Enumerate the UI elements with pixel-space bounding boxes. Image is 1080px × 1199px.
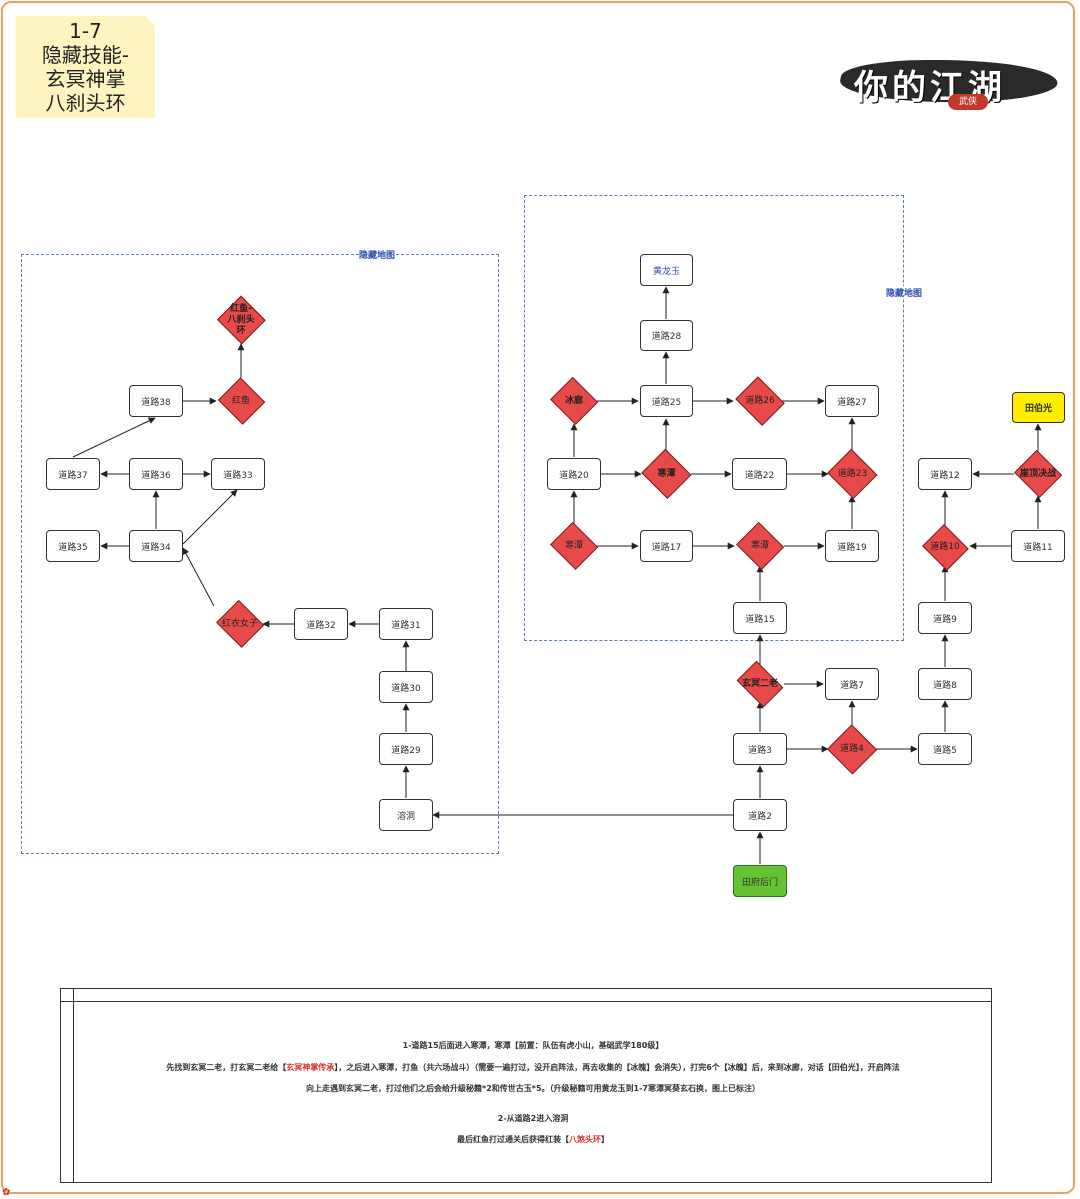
desc-line-5: 最后红鱼打过通关后获得红装【八煞头环】 (75, 1134, 991, 1145)
node-road-11: 道路11 (1011, 530, 1065, 562)
node-hongyu-bashatouhuan: 红鱼-八刹头环 (216, 296, 266, 344)
node-yading-juezhan: 崖顶决战 (1012, 451, 1064, 497)
node-hongyu: 红鱼 (216, 378, 266, 424)
node-road-12: 道路12 (918, 458, 972, 490)
description-box-header (61, 989, 991, 1002)
node-road-19: 道路19 (825, 530, 879, 562)
corner-logo-icon: ✿ (2, 1187, 11, 1198)
node-road-29: 道路29 (379, 733, 433, 765)
node-road-20: 道路20 (547, 458, 601, 490)
node-road-28: 道路28 (640, 320, 693, 351)
hidden-map-region-left (21, 254, 499, 854)
desc-line-1: 1-道路15后面进入寒潭，寒潭【前置：队伍有虎小山，基础武学180级】 (402, 1041, 664, 1050)
node-road-4: 道路4 (826, 724, 878, 774)
node-binglang: 冰廊 (548, 378, 600, 424)
note-line-1: 1-7 (69, 19, 102, 43)
node-road-38: 道路38 (129, 385, 183, 417)
node-road-35: 道路35 (46, 530, 100, 562)
edge-hongyi-r34 (182, 547, 215, 607)
node-hantan-1: 寒潭 (640, 450, 693, 498)
node-road-37: 道路37 (46, 458, 100, 490)
node-road-15: 道路15 (733, 602, 787, 634)
node-road-9: 道路9 (918, 602, 972, 634)
node-road-30: 道路30 (379, 671, 433, 703)
node-road-5: 道路5 (918, 733, 972, 765)
desc-line-2: 先找到玄冥二老，打玄冥二老给【玄冥神掌传承】，之后进入寒潭，打鱼（共六场战斗）（… (75, 1062, 991, 1073)
desc-line-2-end: 】，之后进入寒潭，打鱼（共六场战斗）（需要一遍打过，没开启阵法，再去收集的【冰魄… (334, 1063, 900, 1072)
desc-line-5-end: 】 (601, 1135, 609, 1144)
node-road-2: 道路2 (733, 799, 787, 831)
node-road-27: 道路27 (825, 385, 879, 417)
node-road-7: 道路7 (825, 668, 879, 700)
edge-r37-r38 (72, 417, 156, 458)
desc-line-2-highlight: 玄冥神掌传承 (286, 1063, 335, 1072)
node-hantan-3: 寒潭 (734, 523, 786, 569)
note-line-3: 玄冥神掌 (45, 67, 126, 91)
node-road-26: 道路26 (733, 378, 787, 424)
desc-line-5-highlight: 八煞头环 (569, 1135, 601, 1144)
desc-line-5-start: 最后红鱼打过通关后获得红装【 (457, 1135, 569, 1144)
node-hongyinvzi: 红衣女子 (214, 601, 266, 647)
node-road-31: 道路31 (379, 608, 433, 640)
edge-r34-r33 (182, 489, 238, 545)
node-road-22: 道路22 (732, 458, 787, 490)
note-line-2: 隐藏技能- (41, 43, 130, 67)
desc-line-2-start: 先找到玄冥二老，打玄冥二老给【 (166, 1063, 287, 1072)
description-box: 1-道路15后面进入寒潭，寒潭【前置：队伍有虎小山，基础武学180级】 先找到玄… (60, 988, 992, 1183)
node-road-3: 道路3 (733, 733, 787, 765)
node-road-32: 道路32 (294, 608, 348, 640)
desc-line-3: 向上走遇到玄冥二老，打过他们之后会给升级秘籍*2和传世古玉*5。（升级秘籍可用黄… (306, 1084, 760, 1093)
node-huanglongyu: 黄龙玉 (640, 254, 693, 286)
node-road-8: 道路8 (918, 668, 972, 700)
node-road-17: 道路17 (640, 530, 693, 562)
node-road-34: 道路34 (129, 530, 183, 562)
hidden-map-label-right: 隐藏地图 (886, 286, 923, 299)
node-road-36: 道路36 (129, 458, 183, 490)
node-tianfu-houmen: 田府后门 (733, 865, 787, 897)
hidden-map-label-left: 隐藏地图 (359, 248, 396, 261)
node-rongdong: 溶洞 (379, 799, 433, 831)
node-road-10: 道路10 (920, 525, 970, 569)
node-road-23: 道路23 (826, 450, 879, 498)
node-road-33: 道路33 (211, 458, 265, 490)
node-hantan-2: 寒潭 (548, 523, 600, 569)
logo-subtitle: 武侠 (948, 94, 988, 110)
title-note: 1-7 隐藏技能- 玄冥神掌 八刹头环 (16, 16, 155, 118)
node-tianboguang: 田伯光 (1012, 392, 1065, 423)
description-box-side-column (73, 989, 74, 1182)
desc-line-4: 2-从道路2进入溶洞 (497, 1114, 569, 1123)
node-xuanmingerlao: 玄冥二老 (733, 664, 787, 704)
note-line-4: 八刹头环 (45, 91, 126, 115)
hidden-map-region-right (524, 195, 904, 641)
game-logo: 你的江湖 武侠 (835, 52, 1063, 114)
node-road-25: 道路25 (640, 385, 693, 417)
